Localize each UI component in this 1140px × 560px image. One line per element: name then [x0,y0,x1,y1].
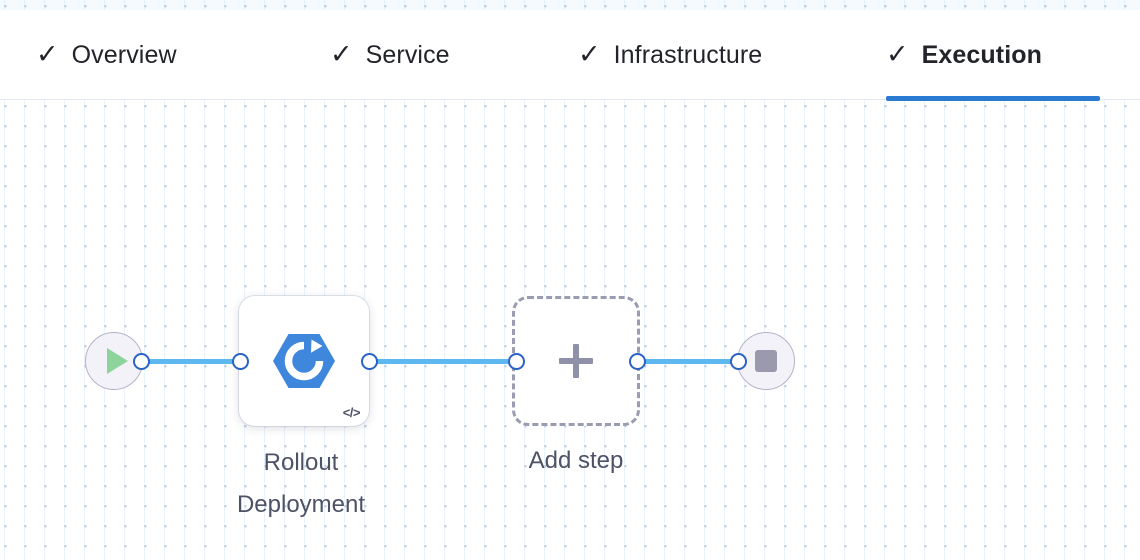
tab-service-label: Service [365,40,450,69]
tab-execution[interactable]: ✓ Execution [886,10,1100,101]
check-icon: ✓ [886,38,909,69]
check-icon: ✓ [36,38,59,69]
play-icon [106,348,128,374]
check-icon: ✓ [578,38,601,69]
plus-icon-vertical [573,344,579,378]
add-step-node[interactable] [512,296,640,426]
check-icon: ✓ [330,38,353,69]
stop-icon [755,350,777,372]
tab-infrastructure[interactable]: ✓ Infrastructure [578,10,827,100]
step-node-rollout-deployment[interactable]: </> [239,296,369,426]
tab-execution-underline [886,96,1100,101]
edge-start-to-rollout[interactable] [140,359,244,364]
tab-service[interactable]: ✓ Service [330,10,492,100]
code-icon: </> [342,405,361,420]
tab-infrastructure-label: Infrastructure [613,40,763,69]
port-start-output[interactable] [133,353,150,370]
port-addstep-input[interactable] [508,353,525,370]
edge-addstep-to-end[interactable] [634,359,742,364]
tab-overview-label: Overview [71,40,177,69]
step-node-rollout-deployment-label: Rollout Deployment [236,449,366,518]
port-rollout-output[interactable] [361,353,378,370]
tab-overview[interactable]: ✓ Overview [36,10,248,100]
add-step-label: Add step [528,447,624,474]
pipeline-stage-tabbar: ✓ Overview ✓ Service ✓ Infrastructure ✓ … [0,10,1140,101]
rollout-deployment-icon [273,334,335,388]
port-end-input[interactable] [730,353,747,370]
port-addstep-output[interactable] [629,353,646,370]
tab-execution-label: Execution [921,40,1042,69]
edge-rollout-to-addstep[interactable] [366,359,520,364]
port-rollout-input[interactable] [232,353,249,370]
canvas-grid-top-strip [0,0,1140,10]
